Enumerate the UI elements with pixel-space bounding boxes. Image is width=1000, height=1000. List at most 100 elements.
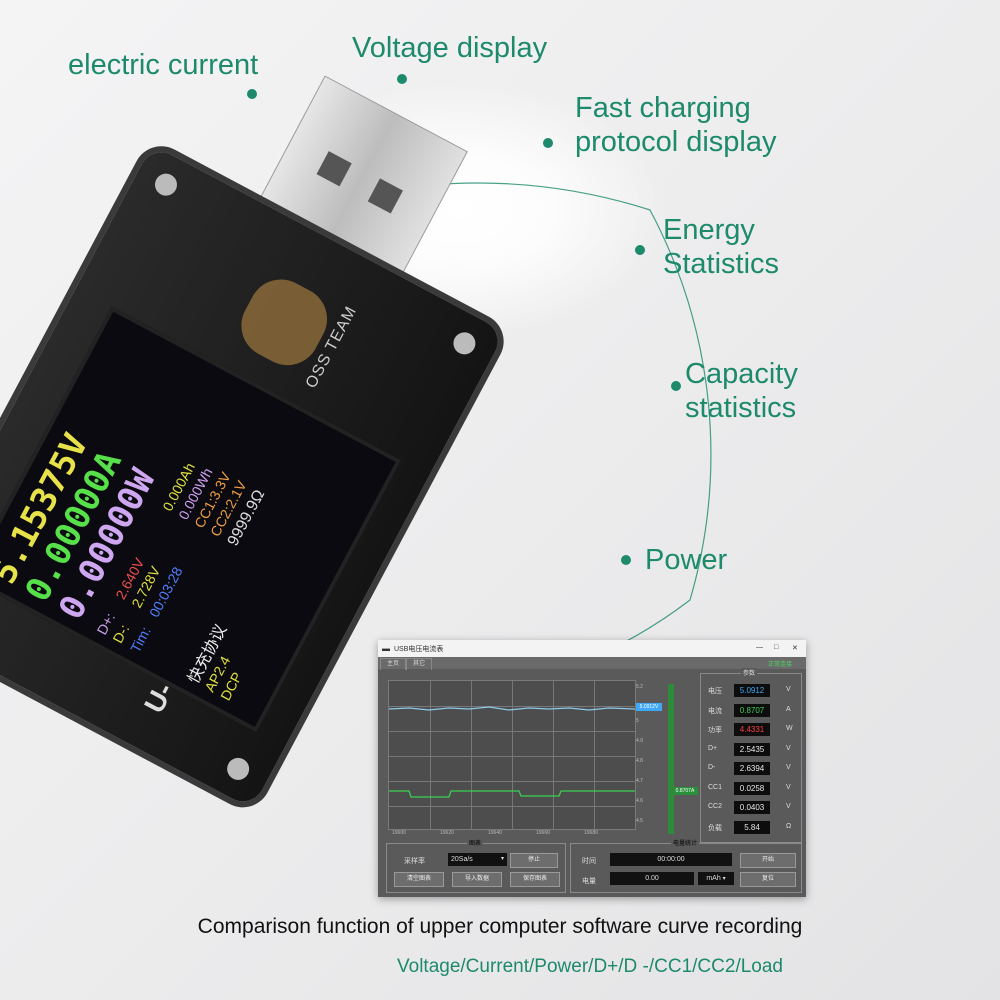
caption-main: Comparison function of upper computer so… [197, 915, 803, 938]
sample-rate-value: 20Sa/s [451, 856, 473, 863]
grid-line [512, 681, 513, 829]
energy-label: 电量 [582, 878, 596, 885]
screw-icon [449, 328, 480, 359]
callout-voltage-display: Voltage display [352, 32, 548, 64]
start-button[interactable]: 开始 [740, 853, 796, 868]
clear-chart-button[interactable]: 清空图表 [394, 872, 444, 887]
window-title: USB电压电流表 [394, 646, 444, 653]
time-label: 时间 [582, 858, 596, 865]
param-unit: V [786, 744, 791, 752]
energy-unit-select[interactable]: mAh ▾ [698, 872, 734, 885]
dot-fast [543, 138, 553, 148]
param-unit: V [786, 686, 791, 693]
tab-other[interactable]: 其它 [406, 658, 433, 670]
current-marker: 0.8707A [672, 787, 698, 795]
close-icon[interactable]: ✕ [792, 645, 798, 652]
param-unit: V [786, 803, 791, 810]
chart-group-title: 图表 [467, 838, 484, 847]
param-label: 负载 [708, 824, 722, 832]
param-label: 电压 [708, 688, 722, 695]
import-data-button[interactable]: 导入数据 [452, 872, 502, 887]
grid-line [389, 781, 635, 782]
param-unit: V [786, 783, 791, 791]
energy-field: 0.00 [610, 872, 694, 885]
x-tick: 19620 [440, 830, 454, 836]
energy-group: 电量统计 [570, 838, 802, 893]
window-titlebar: ▬ USB电压电流表 — □ ✕ [378, 640, 806, 657]
grid-line [389, 756, 635, 757]
chevron-down-icon: ▾ [722, 876, 726, 882]
param-label: CC1 [708, 783, 723, 791]
param-label: 功率 [708, 727, 722, 734]
chevron-down-icon: ▾ [500, 856, 504, 862]
curve-chart [388, 680, 636, 830]
tab-home[interactable]: 主页 [380, 658, 407, 670]
param-value: 2.6394 [734, 762, 770, 775]
save-chart-button[interactable]: 保存图表 [510, 872, 560, 887]
scrollbar[interactable] [668, 684, 674, 834]
dot-voltage [397, 74, 407, 84]
params-panel: 参数 [700, 668, 802, 843]
tab-bar: 主页 其它 正常连接 [378, 657, 806, 670]
grid-line [594, 681, 595, 829]
x-tick: 19640 [488, 830, 502, 836]
param-label: D- [708, 764, 716, 771]
y-tick: 4.6 [636, 798, 643, 804]
connection-status: 正常连接 [768, 662, 793, 668]
callout-power: Power [645, 544, 728, 576]
param-label: D+ [708, 744, 718, 752]
param-value: 0.8707 [734, 703, 770, 717]
callout-capacity: Capacity statistics [685, 358, 798, 424]
grid-line [553, 681, 554, 829]
param-label: 电流 [708, 707, 722, 715]
callout-electric-current: electric current [68, 49, 259, 81]
energy-group-title: 电量统计 [671, 838, 700, 847]
param-value: 5.84 [734, 820, 770, 834]
curve-lines [389, 706, 635, 798]
grid-line [389, 806, 635, 807]
params-title: 参数 [741, 668, 758, 677]
energy-unit-value: mAh [706, 875, 721, 882]
voltage-curve [389, 706, 635, 711]
plug-hole-1 [316, 151, 352, 187]
x-tick: 19660 [536, 830, 550, 836]
x-tick: 19680 [584, 830, 598, 836]
y-tick: 5 [636, 718, 639, 724]
y-tick: 5.2 [636, 684, 643, 690]
stop-button[interactable]: 停止 [510, 853, 558, 868]
time-field: 00:00:00 [610, 853, 732, 866]
y-tick: 4.9 [636, 738, 643, 744]
screw-icon [151, 169, 181, 200]
grid-line [430, 681, 431, 829]
param-unit: A [786, 705, 791, 713]
grid-line [389, 706, 635, 707]
minimize-icon[interactable]: — [756, 644, 763, 651]
param-value: 5.0912 [734, 684, 770, 697]
caption-sub: Voltage/Current/Power/D+/D -/CC1/CC2/Loa… [397, 956, 783, 977]
lcd-screen: 5.15375V 0.00000A 0.00000W D+: 2.640V D-… [0, 306, 402, 733]
screw-icon [223, 754, 254, 784]
sample-rate-select[interactable]: 20Sa/s ▾ [448, 853, 507, 866]
param-value: 0.0258 [734, 781, 770, 795]
reset-button[interactable]: 复位 [740, 872, 796, 887]
plug-hole-2 [367, 178, 403, 214]
grid-line [389, 731, 635, 732]
param-unit: W [786, 725, 793, 732]
chart-group: 图表 [386, 838, 566, 893]
grid-line [471, 681, 472, 829]
param-unit: V [786, 764, 791, 771]
maximize-icon[interactable]: □ [774, 644, 779, 651]
dot-capacity [671, 381, 681, 391]
y-tick: 4.5 [636, 818, 643, 824]
callout-fast-charging: Fast charging protocol display [575, 92, 777, 158]
dot-current [247, 89, 257, 99]
param-value: 4.4331 [734, 723, 770, 736]
app-icon: ▬ [382, 644, 390, 653]
voltage-marker: 5.0912V [636, 703, 662, 711]
sample-rate-label: 采样率 [404, 858, 425, 865]
param-value: 2.5435 [734, 742, 770, 756]
y-tick: 4.7 [636, 778, 643, 784]
y-tick: 4.8 [636, 758, 643, 764]
current-curve [389, 790, 635, 798]
dot-power [621, 555, 631, 565]
